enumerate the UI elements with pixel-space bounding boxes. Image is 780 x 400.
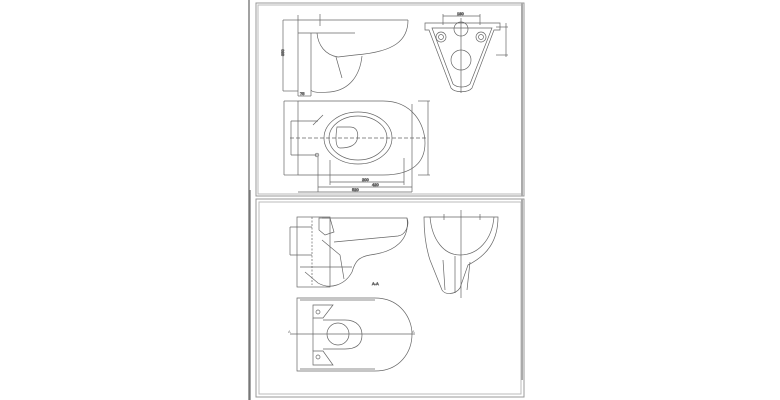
top-panel-frame <box>255 2 525 197</box>
section-marker-left: A <box>288 329 291 334</box>
section-side-view: A-A <box>289 216 409 288</box>
section-marker-right: A <box>412 329 415 334</box>
side-view: 350 75 <box>280 14 409 97</box>
svg-text:350: 350 <box>280 49 285 56</box>
svg-text:A-A: A-A <box>372 281 379 286</box>
section-top-view <box>290 297 415 372</box>
svg-text:520: 520 <box>352 187 359 192</box>
section-front-view <box>423 210 499 298</box>
svg-text:200: 200 <box>362 177 369 182</box>
front-view: 180 <box>424 11 508 93</box>
bottom-panel-frame <box>255 198 525 398</box>
top-view: 200 420 520 <box>283 100 430 193</box>
svg-text:75: 75 <box>300 91 305 96</box>
svg-text:420: 420 <box>372 182 379 187</box>
svg-text:180: 180 <box>457 11 464 16</box>
